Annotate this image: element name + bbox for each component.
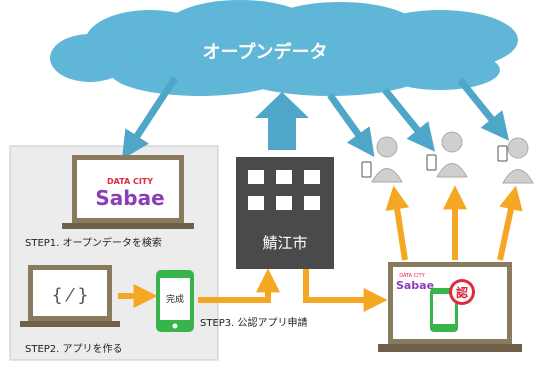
cloud-label: オープンデータ — [203, 41, 328, 63]
step2-label: STEP2. アプリを作る — [25, 343, 123, 355]
arrow-cloud-to-user-2 — [382, 87, 436, 152]
certified-brand-large: Sabae — [396, 279, 434, 292]
code-wrench-icon: { ⁄ } — [51, 285, 88, 306]
step1-label: STEP1. オープンデータを検索 — [25, 236, 162, 249]
arrow-certified-to-user-3 — [497, 185, 523, 261]
arrow-cloud-to-portal — [121, 76, 178, 160]
city-building: 鯖江市 — [236, 157, 334, 269]
arrow-city-to-cloud — [255, 92, 309, 150]
user-2 — [426, 131, 468, 178]
user-2-phone-icon — [426, 154, 437, 171]
open-data-cloud — [50, 0, 518, 96]
arrow-cloud-to-user-3 — [457, 77, 510, 141]
user-3 — [497, 137, 534, 184]
certified-brand-small: DATA CITY — [399, 273, 425, 279]
phone-label: 完成 — [166, 293, 184, 305]
portal-laptop: DATA CITY Sabae — [62, 155, 194, 229]
city-label: 鯖江市 — [262, 234, 307, 252]
portal-brand-small: DATA CITY — [107, 177, 153, 186]
dev-laptop: { ⁄ } — [20, 265, 120, 327]
user-3-phone-icon — [497, 145, 508, 162]
certified-laptop: DATA CITY Sabae 認 — [378, 262, 522, 352]
arrow-phone-to-city — [198, 268, 280, 303]
finished-app-phone: 完成 — [156, 270, 194, 332]
step3-label: STEP3. 公認アプリ申請 — [200, 316, 308, 329]
certified-stamp-icon: 認 — [456, 285, 468, 300]
portal-brand-large: Sabae — [95, 186, 164, 210]
arrow-certified-to-user-1 — [385, 185, 410, 261]
arrow-city-to-certified — [303, 269, 388, 312]
user-1-phone-icon — [361, 161, 372, 178]
user-1 — [361, 136, 403, 183]
arrow-cloud-to-user-1 — [327, 92, 375, 158]
